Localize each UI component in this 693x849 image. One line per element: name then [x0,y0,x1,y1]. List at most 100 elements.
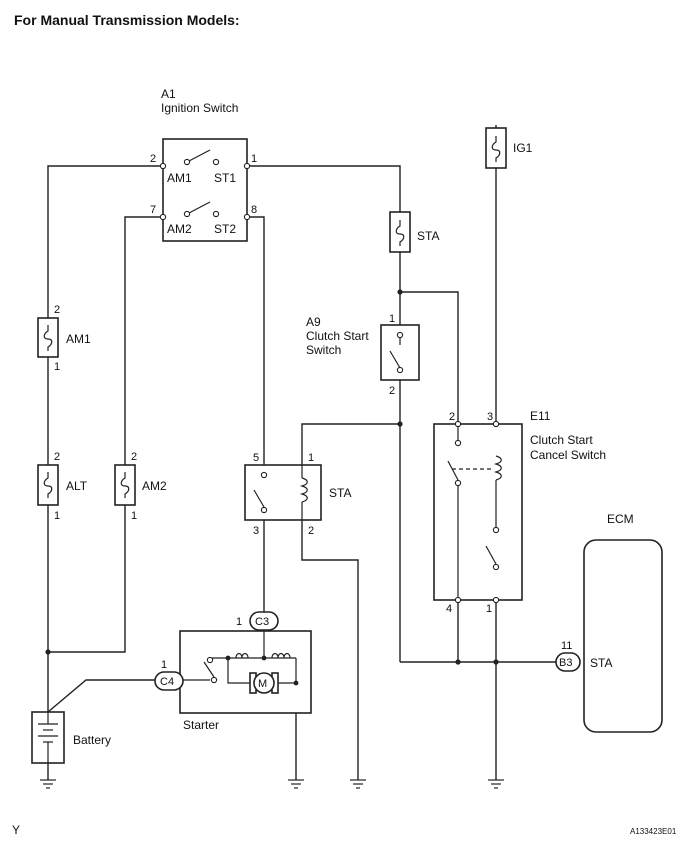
junction-node [397,421,403,427]
terminal-icon [492,596,500,604]
ground-icon [488,779,504,789]
pin-label: 11 [561,640,572,652]
ground-icon [350,779,366,789]
pin-label: 1 [308,452,314,464]
ecm-terminal-label: STA [590,656,612,670]
wire-am2 [124,216,163,465]
junctions [45,289,499,665]
terminal-icon [454,439,462,447]
fuse-icon [491,136,501,162]
switch-contact-icon [203,661,215,678]
junction-node [293,680,299,686]
fuse-box [37,317,59,358]
ignition-switch-box [162,138,248,242]
coil-icon [271,652,291,659]
junction-node [455,659,461,665]
junction-node [45,649,51,655]
switch-contact-icon [447,460,459,481]
fuse-am2: AM2 2 1 [114,451,167,522]
pin-label: 3 [487,411,493,423]
pin-label: 7 [150,204,156,216]
terminal-icon [454,420,462,428]
fuse-label: STA [417,229,439,243]
coil-icon [235,652,249,659]
fuse-box [37,464,59,506]
fuse-icon [120,472,130,498]
motor-icon [253,672,275,694]
ignition-switch-name: Ignition Switch [161,101,238,115]
terminal-icon [206,656,214,664]
cancel-switch-ref: E11 [530,409,551,423]
connector-label: C4 [160,676,174,688]
fuse-label: AM1 [66,332,91,346]
pin-label: 8 [251,204,257,216]
terminal-icon [492,526,500,534]
terminal-icon [210,676,218,684]
connector-label: C3 [255,616,269,628]
terminal-icon [159,213,167,221]
battery: Battery [31,711,111,764]
wire-st1-sta [247,165,401,212]
connector-c4 [154,671,184,691]
ecm-box [583,539,663,733]
starter-box [179,630,312,714]
starter-label: Starter [183,718,219,732]
pin-label: 3 [253,525,259,537]
wire-relay-ground [301,520,359,780]
footer-left-code: Y [12,823,20,837]
clutch-start-switch: A9 Clutch Start Switch 1 2 [306,313,420,397]
clutch-start-cancel-switch: E11 Clutch Start Cancel Switch 2 3 4 1 [433,409,606,615]
ignition-switch-ref: A1 [161,87,176,101]
fuse-am1: AM1 2 1 [37,304,91,373]
pin-label: 2 [389,385,395,397]
connector-b3 [555,652,581,672]
contact-label-am1: AM1 [167,171,192,185]
terminal-icon [260,506,268,514]
connector-label: B3 [559,657,572,669]
pin-label: 1 [389,313,395,325]
grounds [40,779,504,789]
clutch-switch-ref: A9 [306,315,321,329]
relay-box [244,464,322,521]
terminal-icon [260,471,268,479]
motor-label: M [258,678,267,690]
terminal-icon [212,158,220,166]
pin-label: 4 [446,603,452,615]
sta-relay: STA 5 1 3 2 [244,452,351,537]
terminal-icon [492,563,500,571]
ground-icon [40,779,56,789]
terminal-icon [183,158,191,166]
junction-node [493,659,499,665]
coil-icon [299,477,308,503]
fuse-icon [43,472,53,498]
pin-label: 1 [486,603,492,615]
terminal-icon [396,366,404,374]
terminal-icon [396,331,404,339]
pin-label: 5 [253,452,259,464]
pin-label: 2 [150,153,156,165]
contact-label-st2: ST2 [214,222,236,236]
fuse-box [114,464,136,506]
pin-label: 2 [131,451,137,463]
wire-sta-e11 [400,291,459,424]
fuse-label: AM2 [142,479,167,493]
fuse-box [485,127,507,169]
pin-label: 1 [131,510,137,522]
pin-label: 2 [449,411,455,423]
switch-contact-icon [188,149,211,162]
pin-label: 1 [251,153,257,165]
fuse-label: ALT [66,479,88,493]
fuse-alt: ALT 2 1 [37,451,88,522]
switch-contact-icon [253,489,265,508]
pin-label: 1 [54,510,60,522]
pin-label: 2 [308,525,314,537]
cancel-switch-name: Cancel Switch [530,448,606,462]
terminal-icon [159,162,167,170]
page-title: For Manual Transmission Models: [14,12,240,28]
fuse-icon [395,220,405,246]
switch-contact-icon [389,350,401,369]
pin-label: 1 [54,361,60,373]
fuse-box [389,211,411,253]
contact-label-st1: ST1 [214,171,236,185]
cancel-switch-box [433,423,523,601]
